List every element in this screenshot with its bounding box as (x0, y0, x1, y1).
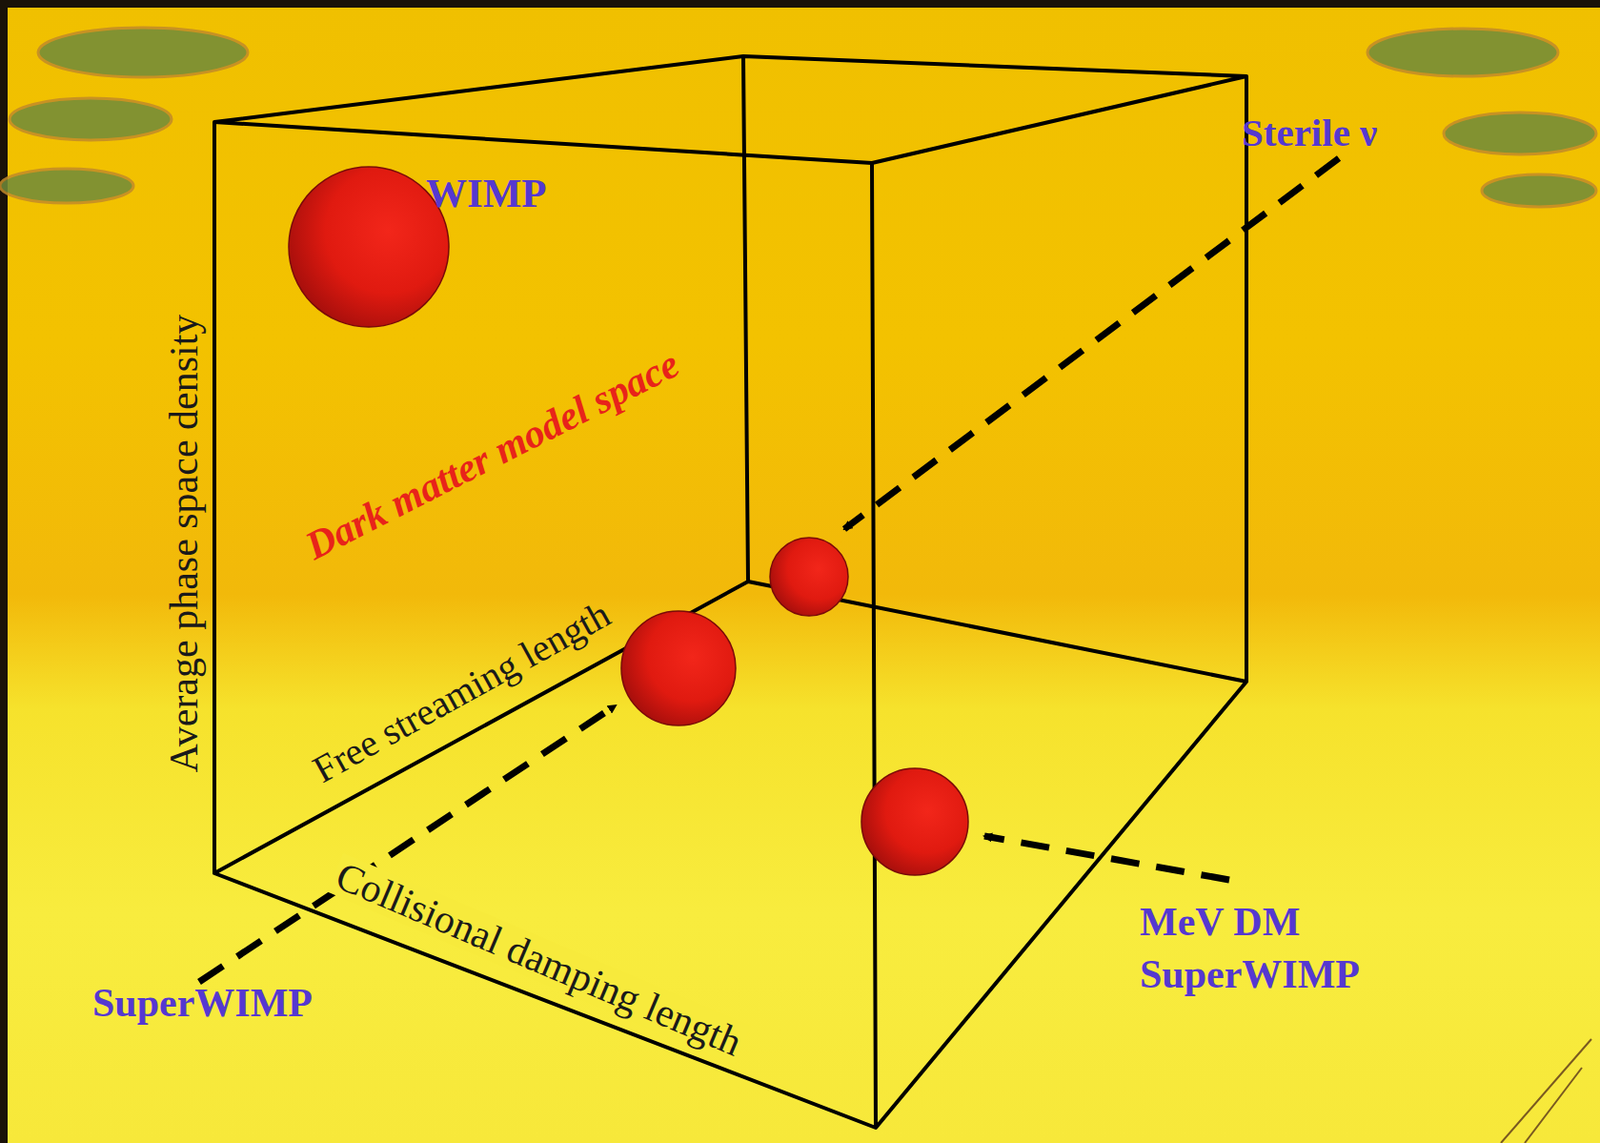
brush-mark (1500, 1038, 1592, 1143)
axis-label: Collisional damping length (326, 852, 752, 1065)
space-title: Dark matter model space (298, 342, 686, 568)
model-label: MeV DM SuperWIMP (1139, 895, 1426, 1000)
model-label: Sterile ν (1241, 112, 1378, 154)
pine-decoration (0, 27, 1597, 207)
frame-strip (0, 0, 8, 1143)
model-label: SuperWIMP (92, 981, 313, 1024)
frame-strip (0, 0, 1600, 8)
cube-wireframe (214, 56, 1247, 1128)
model-label: WIMP (425, 171, 547, 215)
axis-label: Free streaming length (305, 593, 616, 790)
dashed-arrow (199, 158, 1339, 982)
model-sphere (288, 166, 969, 875)
axis-label: Average phase space density (162, 314, 205, 773)
